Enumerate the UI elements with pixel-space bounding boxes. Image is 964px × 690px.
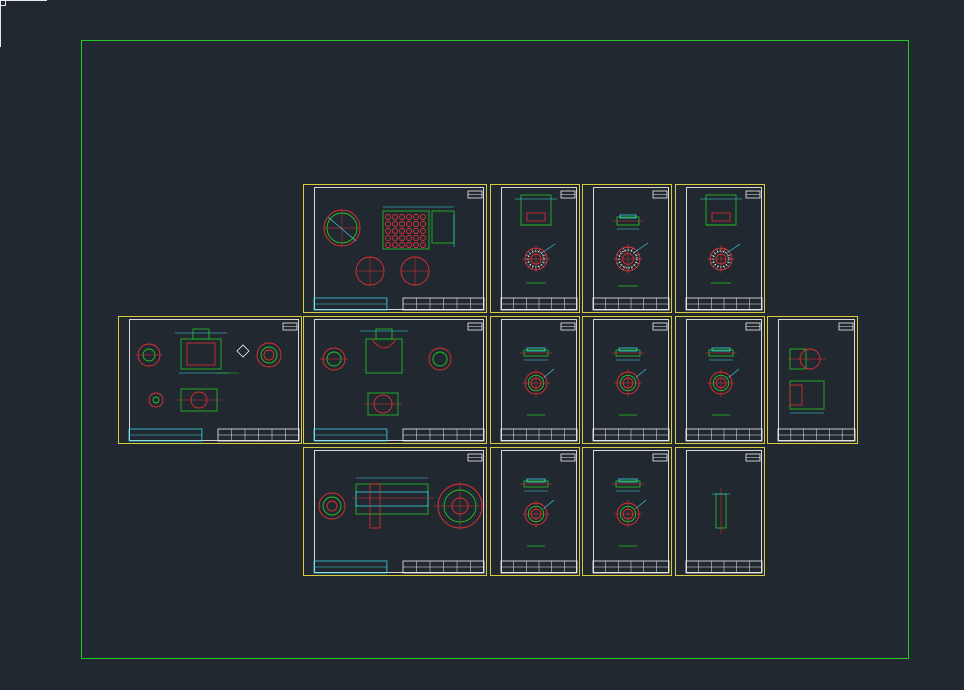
drawing-sheet-a4[interactable]: [675, 184, 765, 313]
sheet-border: [314, 450, 484, 573]
sheet-geometry: [685, 322, 763, 442]
sheet-geometry: [500, 190, 578, 311]
drawing-sheet-b2[interactable]: [490, 316, 580, 444]
sheet-geometry: [592, 453, 670, 574]
drawing-limits-frame: [81, 40, 909, 659]
drawing-sheet-c3[interactable]: [582, 447, 672, 576]
drawing-sheet-b5[interactable]: [767, 316, 858, 444]
drawing-sheet-a3[interactable]: [582, 184, 672, 313]
drawing-sheet-b1[interactable]: [303, 316, 487, 444]
drawing-sheet-c1[interactable]: [303, 447, 487, 576]
sheet-geometry: [777, 322, 856, 442]
sheet-geometry: [500, 322, 578, 442]
drawing-sheet-a2[interactable]: [490, 184, 580, 313]
sheet-border: [314, 187, 484, 310]
sheet-border: [314, 319, 484, 441]
sheet-geometry: [592, 322, 670, 442]
drawing-sheet-b4[interactable]: [675, 316, 765, 444]
sheet-geometry: [313, 322, 485, 442]
sheet-geometry: [685, 453, 763, 574]
sheet-geometry: [128, 322, 300, 442]
crosshair-cursor: [0, 0, 47, 47]
sheet-geometry: [592, 190, 670, 311]
sheet-geometry: [313, 453, 486, 574]
sheet-geometry: [685, 190, 763, 311]
drawing-sheet-c2[interactable]: [490, 447, 580, 576]
drawing-sheet-b0[interactable]: [118, 316, 302, 444]
sheet-geometry: [500, 453, 578, 574]
cursor-pickbox: [0, 0, 6, 6]
sheet-geometry: [313, 190, 485, 311]
drawing-sheet-a1[interactable]: [303, 184, 487, 313]
sheet-border: [129, 319, 299, 441]
drawing-sheet-c4[interactable]: [675, 447, 765, 576]
drawing-sheet-b3[interactable]: [582, 316, 672, 444]
